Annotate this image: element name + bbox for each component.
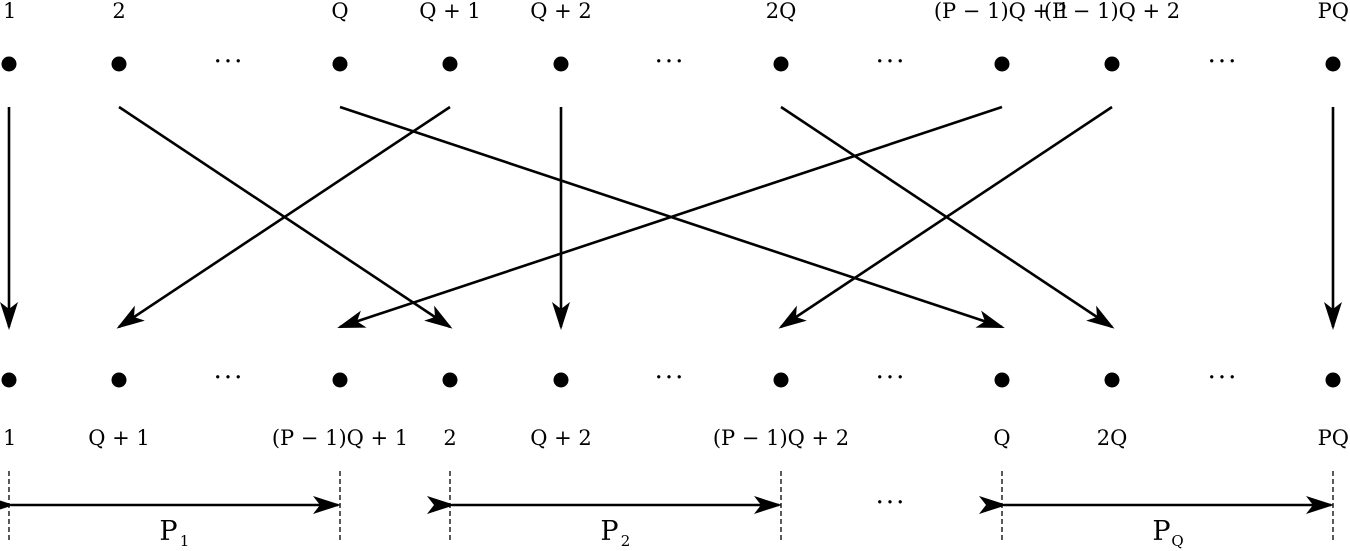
top-node-label: 1: [3, 0, 16, 23]
bottom-node: [553, 372, 569, 388]
top-node-label: (P − 1)Q + 1: [934, 0, 1070, 23]
bottom-node: [1325, 372, 1341, 388]
top-node: [332, 56, 348, 72]
bottom-node: [442, 372, 458, 388]
bottom-node: [994, 372, 1010, 388]
row-ellipsis: ···: [1208, 363, 1239, 393]
top-node-label: 2Q: [766, 0, 797, 23]
top-node: [442, 56, 458, 72]
top-node: [1104, 56, 1120, 72]
group-label-subscript: 1: [180, 532, 190, 550]
bottom-node-label: 2Q: [1097, 426, 1128, 450]
top-node: [994, 56, 1010, 72]
top-node: [1325, 56, 1341, 72]
bottom-node-label: Q + 2: [530, 426, 592, 450]
group-label: P: [600, 516, 618, 547]
row-ellipsis: ···: [876, 47, 907, 77]
bottom-node: [1104, 372, 1120, 388]
bottom-node-label: Q + 1: [88, 426, 150, 450]
top-node-label: Q + 1: [419, 0, 481, 23]
group-label-subscript: Q: [1171, 532, 1183, 550]
bottom-node-label: PQ: [1318, 426, 1349, 450]
top-node: [553, 56, 569, 72]
row-ellipsis: ···: [214, 47, 245, 77]
top-node-label: (P − 1)Q + 2: [1044, 0, 1180, 23]
top-node-label: Q + 2: [530, 0, 592, 23]
mapping-arrows: [0, 105, 1342, 330]
bottom-node-label: (P − 1)Q + 1: [272, 426, 408, 450]
bottom-row-labels: 1 Q + 1 (P − 1)Q + 1 2 Q + 2 (P − 1)Q + 2 Q 2Q P…: [3, 426, 1349, 450]
top-node: [111, 56, 127, 72]
group-label-subscript: 2: [621, 532, 631, 550]
top-row-nodes: ··· ··· ··· ···: [1, 47, 1341, 77]
group-ellipsis: ···: [876, 488, 907, 518]
top-node-label: Q: [331, 0, 348, 23]
top-node-label: 2: [112, 0, 125, 23]
bottom-node: [111, 372, 127, 388]
top-node: [773, 56, 789, 72]
bottom-node: [332, 372, 348, 388]
bottom-node-label: (P − 1)Q + 2: [713, 426, 849, 450]
bottom-node-label: 1: [3, 426, 16, 450]
mapping-arrow: [116, 105, 451, 329]
bottom-row-nodes: ··· ··· ··· ···: [1, 363, 1341, 393]
row-ellipsis: ···: [655, 47, 686, 77]
top-node: [1, 56, 17, 72]
bottom-node-label: 2: [443, 426, 456, 450]
bottom-node: [1, 372, 17, 388]
row-ellipsis: ···: [1208, 47, 1239, 77]
row-ellipsis: ···: [655, 363, 686, 393]
bottom-node: [773, 372, 789, 388]
mapping-arrow: [778, 105, 1113, 329]
top-node-label: PQ: [1318, 0, 1349, 23]
bottom-node-label: Q: [993, 426, 1010, 450]
group-label: P: [159, 516, 177, 547]
mapping-arrow: [337, 105, 1003, 329]
row-ellipsis: ···: [876, 363, 907, 393]
group-label: P: [1152, 516, 1170, 547]
row-ellipsis: ···: [214, 363, 245, 393]
